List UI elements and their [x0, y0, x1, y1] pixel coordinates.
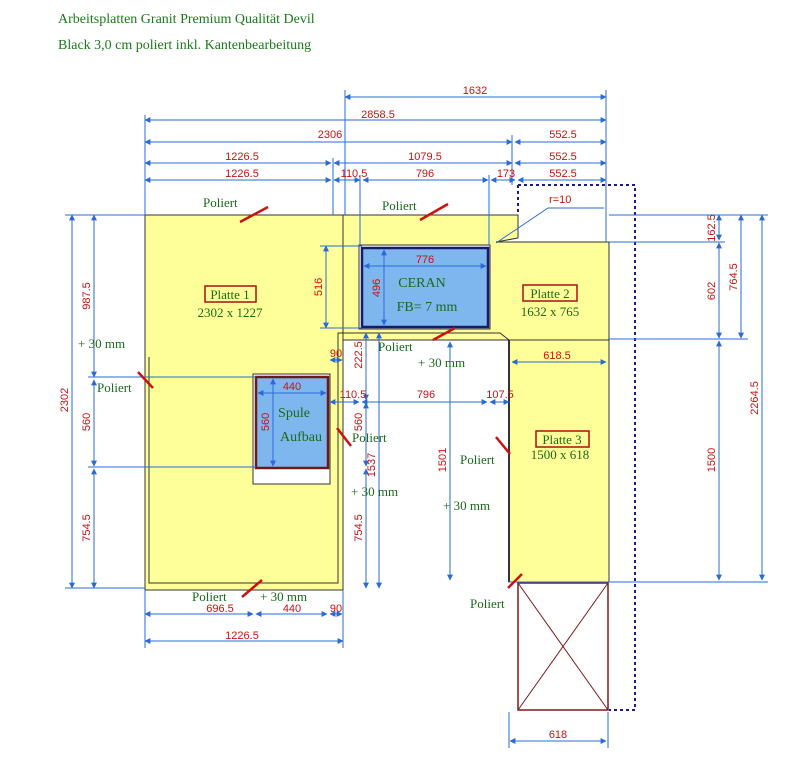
polish-marks	[137, 202, 523, 598]
dim-618-a: 618.5	[543, 350, 571, 362]
poliert-label: Poliert	[378, 339, 413, 354]
title-line-1: Arbeitsplatten Granit Premium Qualität D…	[58, 12, 315, 27]
dim-602: 602	[706, 282, 718, 300]
dim-552-c: 552.5	[549, 168, 577, 180]
dim-1537: 1537	[366, 453, 378, 477]
poliert-label: Poliert	[203, 195, 238, 210]
dim-552-b: 552.5	[549, 151, 577, 163]
sink-name-2: Aufbau	[280, 430, 322, 445]
dashed-outline	[518, 184, 636, 711]
dim-1226-c: 1226.5	[225, 630, 259, 642]
dim-110-a: 110.5	[341, 168, 368, 180]
ceran-note: FB= 7 mm	[397, 300, 458, 315]
ceran-width: 776	[416, 254, 434, 266]
plus-30-label: + 30 mm	[443, 498, 490, 513]
dim-173: 173	[497, 168, 515, 180]
dim-696: 696.5	[206, 603, 234, 615]
dim-90-a: 90	[330, 348, 342, 360]
dim-1226-a: 1226.5	[225, 151, 259, 163]
dim-162: 162.5	[706, 214, 718, 242]
dim-90-b: 90	[330, 603, 342, 615]
platte-3-box	[535, 430, 590, 448]
sink-name-1: Spule	[278, 406, 310, 421]
dim-1501: 1501	[437, 448, 449, 472]
dim-440: 440	[283, 603, 301, 615]
dim-2858: 2858.5	[361, 109, 395, 121]
platte-2-name: Platte 2	[530, 286, 569, 301]
dim-1226-b: 1226.5	[225, 168, 259, 180]
dim-2264: 2264.5	[749, 381, 761, 415]
dim-1632: 1632	[463, 85, 487, 97]
dim-754-b: 754.5	[353, 514, 365, 542]
platte-3-size: 1500 x 618	[531, 447, 590, 462]
dim-222: 222.5	[353, 341, 365, 369]
platte-3-name: Platte 3	[542, 432, 581, 447]
platte-1-name: Platte 1	[210, 287, 249, 302]
dim-2306: 2306	[318, 129, 342, 141]
dim-107: 107.5	[486, 389, 514, 401]
poliert-label: Poliert	[460, 452, 495, 467]
poliert-label: Poliert	[382, 198, 417, 213]
dim-796-a: 796	[416, 168, 434, 180]
dim-764: 764.5	[728, 263, 740, 291]
plus-30-label: + 30 mm	[260, 589, 307, 604]
poliert-label: Poliert	[97, 380, 132, 395]
dim-560-b: 560	[353, 413, 365, 431]
sink-height: 560	[260, 413, 272, 431]
platte-2-size: 1632 x 765	[521, 304, 580, 319]
plus-30-label: + 30 mm	[418, 355, 465, 370]
dim-754-a: 754.5	[81, 514, 93, 542]
dim-560-a: 560	[81, 413, 93, 431]
dim-987: 987.5	[81, 282, 93, 310]
dim-1500: 1500	[706, 448, 718, 472]
dim-552-a: 552.5	[549, 129, 577, 141]
poliert-label: Poliert	[352, 430, 387, 445]
plus-30-label: + 30 mm	[351, 484, 398, 499]
dim-110-b: 110.5	[340, 389, 367, 401]
platte-1-size: 2302 x 1227	[198, 305, 264, 320]
dim-796-b: 796	[417, 389, 435, 401]
dimension-lines	[65, 90, 768, 748]
platte-1-box	[204, 285, 257, 303]
radius-label: r=10	[549, 194, 571, 206]
ceran-name: CERAN	[398, 276, 445, 291]
plus-30-label: + 30 mm	[78, 336, 125, 351]
title-line-2: Black 3,0 cm poliert inkl. Kantenbearbei…	[58, 38, 312, 53]
dim-1079: 1079.5	[408, 151, 442, 163]
dim-516: 516	[313, 278, 325, 296]
inner-outline	[148, 332, 510, 584]
dim-2302: 2302	[59, 388, 71, 412]
poliert-label: Poliert	[470, 596, 505, 611]
ceran-height: 496	[371, 279, 383, 297]
dim-618-b: 618	[549, 729, 567, 741]
platte-2-box	[522, 284, 578, 302]
poliert-label: Poliert	[192, 589, 227, 604]
sink-width: 440	[283, 381, 301, 393]
